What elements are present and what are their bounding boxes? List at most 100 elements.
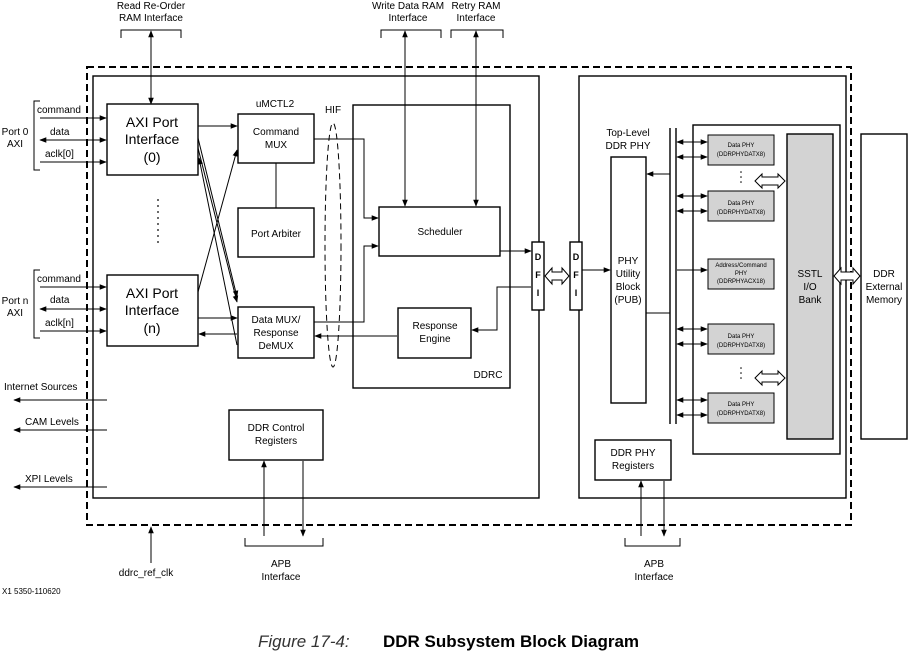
- svg-text:(DDRPHYDATX8): (DDRPHYDATX8): [717, 411, 765, 417]
- svg-text:DDR Subsystem Block Diagram: DDR Subsystem Block Diagram: [383, 632, 639, 651]
- svg-text:DDR PHY: DDR PHY: [605, 141, 650, 152]
- ddrc-ref-clk-input: ddrc_ref_clk: [119, 526, 174, 579]
- apb-interface-right: APB Interface: [635, 559, 674, 583]
- svg-text:Registers: Registers: [255, 436, 297, 447]
- data-phy-slice: Data PHY (DDRPHYDATX8): [707, 323, 775, 355]
- svg-text:RAM Interface: RAM Interface: [119, 13, 183, 24]
- phy-buses: [669, 128, 677, 424]
- svg-text:data: data: [50, 127, 70, 138]
- svg-text:Memory: Memory: [866, 295, 902, 306]
- pub-connections: [646, 171, 670, 314]
- svg-text:I: I: [537, 288, 540, 298]
- svg-text:F: F: [573, 270, 579, 280]
- portn-axi-label: Port n AXI: [2, 296, 29, 319]
- svg-text:Figure 17-4:: Figure 17-4:: [258, 632, 350, 651]
- svg-text:External: External: [866, 282, 903, 293]
- svg-text:AXI: AXI: [7, 139, 23, 150]
- svg-text:Command: Command: [253, 127, 299, 138]
- svg-text:(DDRPHYDATX8): (DDRPHYDATX8): [717, 343, 765, 349]
- svg-text:Scheduler: Scheduler: [417, 227, 463, 238]
- svg-text:Engine: Engine: [419, 334, 451, 345]
- apb-left-connection: [244, 460, 324, 547]
- svg-text:Port 0: Port 0: [2, 127, 29, 138]
- portn-bracket: [33, 269, 40, 339]
- svg-text:Response: Response: [253, 328, 298, 339]
- svg-text:(DDRPHYDATX8): (DDRPHYDATX8): [717, 152, 765, 158]
- svg-text:Port Arbiter: Port Arbiter: [251, 229, 302, 240]
- svg-text:AXI Port: AXI Port: [126, 114, 178, 130]
- svg-text:AXI: AXI: [7, 308, 23, 319]
- svg-text:MUX: MUX: [265, 140, 288, 151]
- svg-text:APB: APB: [271, 559, 291, 570]
- svg-text:(DDRPHYDATX8): (DDRPHYDATX8): [717, 210, 765, 216]
- svg-text:Bank: Bank: [799, 295, 823, 306]
- svg-text:Response: Response: [412, 321, 457, 332]
- svg-text:PHY: PHY: [735, 271, 747, 277]
- svg-text:aclk[n]: aclk[n]: [45, 318, 74, 329]
- mux-ddrc-connections: [314, 138, 532, 339]
- svg-text:Internet Sources: Internet Sources: [4, 382, 77, 393]
- svg-text:F: F: [535, 270, 541, 280]
- svg-text:Interface: Interface: [457, 13, 496, 24]
- svg-text:Port n: Port n: [2, 296, 29, 307]
- svg-text:XPI Levels: XPI Levels: [25, 474, 73, 485]
- port0-signals: command data aclk[0]: [37, 105, 107, 165]
- ddr-external-memory: DDR External Memory: [860, 133, 908, 440]
- phy-utility-block: PHY Utility Block (PUB): [610, 156, 647, 404]
- svg-text:Write Data RAM: Write Data RAM: [372, 1, 444, 12]
- svg-text:Interface: Interface: [125, 131, 180, 147]
- svg-text:DDR: DDR: [873, 269, 895, 280]
- data-phy-slice: Data PHY (DDRPHYDATX8): [707, 190, 775, 222]
- address-command-phy-slice: Address/Command PHY (DDRPHYACX18): [707, 258, 775, 290]
- svg-text:Data PHY: Data PHY: [728, 143, 755, 149]
- svg-text:Block: Block: [616, 282, 641, 293]
- svg-text:CAM Levels: CAM Levels: [25, 417, 79, 428]
- umctl2-label: uMCTL2: [256, 99, 295, 110]
- svg-text:SSTL: SSTL: [797, 269, 822, 280]
- svg-text:DDR PHY: DDR PHY: [610, 448, 655, 459]
- svg-text:D: D: [535, 252, 542, 262]
- svg-text:DeMUX: DeMUX: [258, 341, 293, 352]
- data-phy-slice: Data PHY (DDRPHYDATX8): [707, 392, 775, 424]
- svg-text:Interface: Interface: [262, 572, 301, 583]
- scheduler: Scheduler: [378, 206, 501, 257]
- data-mux-response-demux: Data MUX/ Response DeMUX: [237, 306, 315, 359]
- sstl-memory-link: [833, 266, 861, 286]
- svg-text:ddrc_ref_clk: ddrc_ref_clk: [119, 568, 174, 579]
- ddr-phy-registers: DDR PHY Registers: [594, 439, 672, 481]
- svg-text:Read Re-Order: Read Re-Order: [117, 1, 186, 12]
- svg-text:I: I: [575, 288, 578, 298]
- svg-text:Address/Command: Address/Command: [715, 263, 766, 269]
- axi-mux-connections: [197, 123, 239, 346]
- svg-text:Retry RAM: Retry RAM: [452, 1, 501, 12]
- xpi-levels-output: XPI Levels: [13, 474, 107, 490]
- slice-ellipsis: [740, 171, 742, 379]
- vertical-ellipsis: [157, 199, 159, 243]
- svg-text:(DDRPHYACX18): (DDRPHYACX18): [717, 279, 765, 285]
- svg-text:Data MUX/: Data MUX/: [252, 315, 301, 326]
- write-data-ram-interface: Write Data RAM Interface: [372, 1, 444, 207]
- response-engine: Response Engine: [397, 307, 472, 359]
- dfi-phy-side: D F I: [569, 241, 583, 311]
- figure-caption: Figure 17-4: DDR Subsystem Block Diagram: [258, 632, 639, 651]
- svg-text:Interface: Interface: [389, 13, 428, 24]
- svg-text:Data PHY: Data PHY: [728, 402, 755, 408]
- port0-bracket: [33, 100, 40, 171]
- hif-label: HIF: [325, 105, 341, 116]
- ddrc-container: [352, 104, 511, 389]
- svg-text:Top-Level: Top-Level: [606, 128, 649, 139]
- axi-port-interface-0: AXI Port Interface (0): [106, 103, 199, 176]
- svg-text:Data PHY: Data PHY: [728, 334, 755, 340]
- retry-ram-interface: Retry RAM Interface: [450, 1, 504, 207]
- internet-sources-output: Internet Sources: [4, 382, 107, 403]
- apb-right-connection: [624, 480, 681, 547]
- svg-text:aclk[0]: aclk[0]: [45, 149, 74, 160]
- svg-text:PHY: PHY: [618, 256, 639, 267]
- dfi-link-arrow: [544, 266, 570, 286]
- svg-text:command: command: [37, 274, 81, 285]
- hif-ellipse: [324, 122, 342, 368]
- apb-interface-left: APB Interface: [262, 559, 301, 583]
- svg-text:Utility: Utility: [616, 269, 640, 280]
- portn-signals: command data aclk[n]: [37, 274, 107, 334]
